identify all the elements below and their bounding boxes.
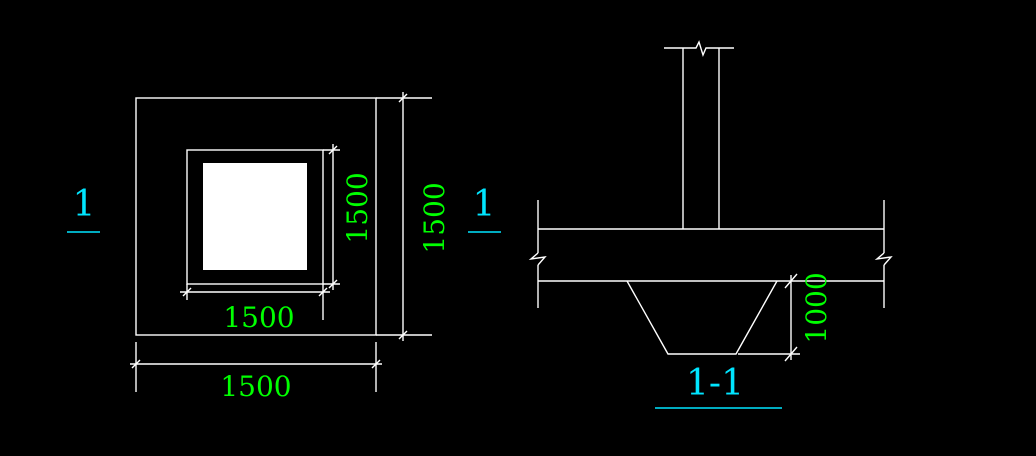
trapezoid-pad (626, 280, 778, 355)
depth-label: 1000 (800, 272, 833, 343)
section-mark-left: 1 (67, 184, 100, 233)
left-break-symbol (528, 252, 547, 266)
inner-height-label: 1500 (341, 172, 374, 243)
section-view: 1000 1-1 (528, 40, 893, 409)
outer-footing-outline (135, 97, 377, 336)
column-break-symbol (664, 40, 734, 58)
section-mark-left-label: 1 (73, 184, 96, 225)
inner-pedestal-outline (186, 149, 324, 285)
inner-height-dimension: 1500 (323, 144, 374, 290)
outer-height-dimension: 1500 (376, 92, 451, 341)
section-title-label: 1-1 (686, 363, 744, 404)
section-mark-right-label: 1 (473, 184, 496, 225)
column-elevation (664, 40, 734, 229)
section-title: 1-1 (655, 363, 782, 409)
section-mark-right: 1 (468, 184, 501, 233)
inner-width-dimension: 1500 (180, 284, 330, 334)
column-fill (203, 163, 307, 270)
inner-width-label: 1500 (223, 301, 294, 334)
outer-width-dimension: 1500 (130, 342, 382, 403)
outer-height-label: 1500 (418, 182, 451, 253)
outer-width-label: 1500 (220, 370, 291, 403)
plan-view: 1500 1500 1500 1500 (67, 92, 501, 403)
depth-dimension: 1000 (738, 272, 833, 362)
right-break-symbol (874, 252, 893, 266)
footing-slab (528, 200, 893, 308)
